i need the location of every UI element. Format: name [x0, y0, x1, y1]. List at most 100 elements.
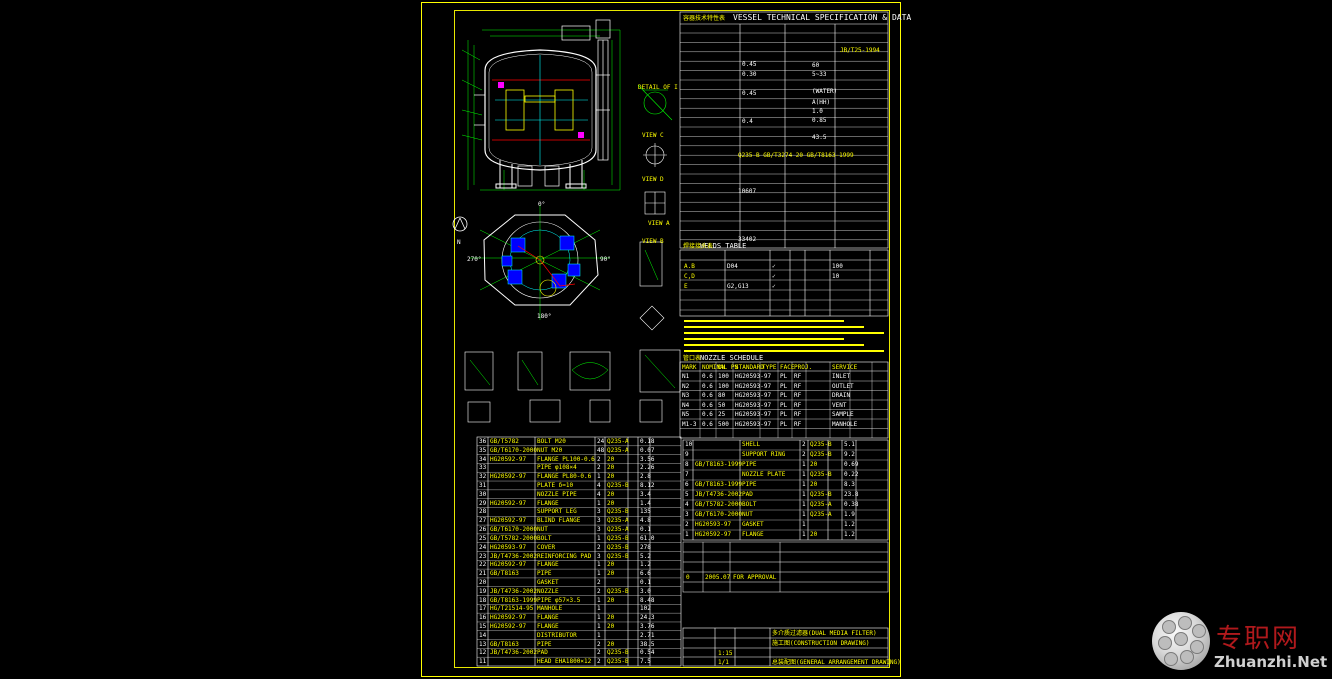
bom-item-material: 20 — [607, 561, 615, 569]
nozzle-face: RF — [794, 420, 802, 428]
nozzle-service: VENT — [832, 401, 847, 409]
nozzle-pn: 0.6 — [702, 373, 713, 380]
detail-views — [464, 241, 681, 423]
nozzle-header: DN — [718, 364, 726, 371]
bom-item-number: 32 — [479, 473, 487, 481]
bom-item-standard: GB/T8163 — [490, 570, 519, 578]
bom-item-weight: 23.8 — [844, 491, 859, 498]
bom-item-qty: 1 — [802, 481, 806, 488]
north-label: N — [457, 239, 461, 246]
drawing-title-2: 施工图(CONSTRUCTION DRAWING) — [772, 640, 870, 647]
bom-item-weight: 0.07 — [640, 446, 655, 454]
bom-item-qty: 3 — [597, 517, 601, 525]
spec-value: 10607 — [738, 188, 757, 195]
bom-item-weight: 6.6 — [640, 570, 651, 578]
angle-label: 0° — [538, 201, 546, 208]
bom-right-rows — [683, 449, 888, 531]
weld-row-inspect: ✓ — [772, 263, 776, 270]
bom-item-weight: 3.56 — [640, 455, 655, 463]
bom-item-name: NOZZLE PLATE — [742, 471, 786, 478]
bom-item-weight: 2.26 — [640, 464, 655, 472]
weld-row-code: G2,G13 — [727, 283, 749, 290]
weld-row-mark: C,D — [684, 273, 695, 280]
nozzle-pn: 0.6 — [702, 411, 713, 418]
revision-number: 0 — [686, 574, 690, 581]
nozzle-dn: 100 — [718, 382, 729, 390]
detail-views-fill — [469, 249, 676, 389]
bom-item-number: 6 — [685, 481, 689, 488]
bom-item-material: 20 — [607, 455, 615, 463]
detail-label: DETAIL OF I — [638, 84, 678, 91]
bom-item-weight: 8.48 — [640, 596, 655, 604]
welds-table-rows — [680, 269, 888, 311]
nozzle-standard: HG20593-97 — [735, 373, 772, 380]
nozzle-mark: N4 — [682, 401, 690, 409]
bom-item-material: 20 — [810, 461, 818, 468]
bom-item-name: SUPPORT LEG — [537, 508, 577, 516]
nozzle-dn: 50 — [718, 401, 726, 409]
nozzle-standard: HG20593-97 — [735, 392, 772, 399]
bom-item-material: 20 — [607, 570, 615, 578]
welds-table-title: WELDS TABLE — [700, 242, 747, 250]
bom-item-name: FLANGE PL100-0.6 — [537, 455, 595, 463]
bom-item-weight: 3.4 — [640, 490, 651, 498]
bom-item-number: 22 — [479, 561, 487, 569]
bom-item-standard: HG20592-97 — [490, 622, 527, 630]
nozzle-service: MANHOLE — [832, 420, 858, 428]
bom-item-name: FLANGE — [742, 531, 764, 538]
vessel-plan-view — [452, 205, 610, 320]
weld-row-mark: A.B — [684, 263, 695, 270]
bom-item-number: 4 — [685, 501, 689, 508]
bom-item-standard: GB/T5782-2000 — [490, 534, 537, 542]
revision-date: 2005.07 — [705, 574, 731, 581]
bom-item-name: PIPE — [742, 481, 757, 488]
bom-item-qty: 2 — [597, 640, 601, 648]
nozzle-face: RF — [794, 411, 802, 418]
nozzle-face: RF — [794, 401, 802, 409]
note-line — [684, 344, 864, 346]
nozzle-table-title-cn: 管口表 — [683, 355, 702, 362]
nozzle-mark: N5 — [682, 411, 690, 418]
bom-item-standard: GB/T6170-2000 — [695, 511, 742, 518]
bom-item-weight: 0.69 — [844, 461, 859, 468]
bom-item-number: 34 — [479, 455, 487, 463]
bom-item-standard: HG20592-97 — [490, 499, 527, 507]
bom-item-material: 20 — [607, 640, 615, 648]
bom-item-number: 5 — [685, 491, 689, 498]
bom-item-name: BOLT — [537, 534, 552, 542]
bom-item-weight: 2.8 — [640, 473, 651, 481]
bom-left-rows — [477, 445, 681, 658]
bom-item-name: PIPE φ57×3.5 — [537, 596, 581, 604]
bom-item-name: SUPPORT RING — [742, 451, 786, 458]
note-line — [684, 320, 844, 322]
bom-item-qty: 3 — [597, 508, 601, 516]
bom-item-weight: 1.2 — [640, 561, 651, 569]
angle-label: 180° — [537, 313, 552, 320]
bom-item-qty: 4 — [597, 490, 601, 498]
bom-item-number: 13 — [479, 640, 487, 648]
bom-item-qty: 1 — [597, 473, 601, 481]
nozzle-dn: 25 — [718, 411, 726, 418]
bom-item-material: 20 — [607, 490, 615, 498]
nozzle-type: PL — [780, 411, 788, 418]
bom-item-qty: 1 — [597, 622, 601, 630]
bom-item-material: Q235-A — [607, 438, 629, 445]
bom-item-weight: 102 — [640, 605, 651, 613]
bom-item-qty: 1 — [597, 499, 601, 507]
bom-item-number: 33 — [479, 464, 487, 472]
bom-item-weight: 3.0 — [640, 587, 651, 595]
bom-item-material: Q235-B — [810, 491, 832, 498]
bom-item-number: 19 — [479, 587, 487, 595]
bom-item-qty: 3 — [597, 552, 601, 560]
bom-item-weight: 278 — [640, 543, 651, 551]
bom-item-number: 14 — [479, 631, 487, 639]
bom-item-name: NUT M20 — [537, 446, 563, 454]
nozzle-type: PL — [780, 382, 788, 390]
bom-item-qty: 1 — [802, 531, 806, 538]
bom-item-number: 11 — [479, 658, 487, 666]
bom-item-qty: 1 — [597, 631, 601, 639]
bom-item-weight: 5.1 — [844, 441, 855, 448]
bom-item-qty: 1 — [802, 511, 806, 518]
bom-item-name: FLANGE — [537, 622, 559, 630]
nozzle-standard: HG20593-97 — [735, 411, 772, 418]
